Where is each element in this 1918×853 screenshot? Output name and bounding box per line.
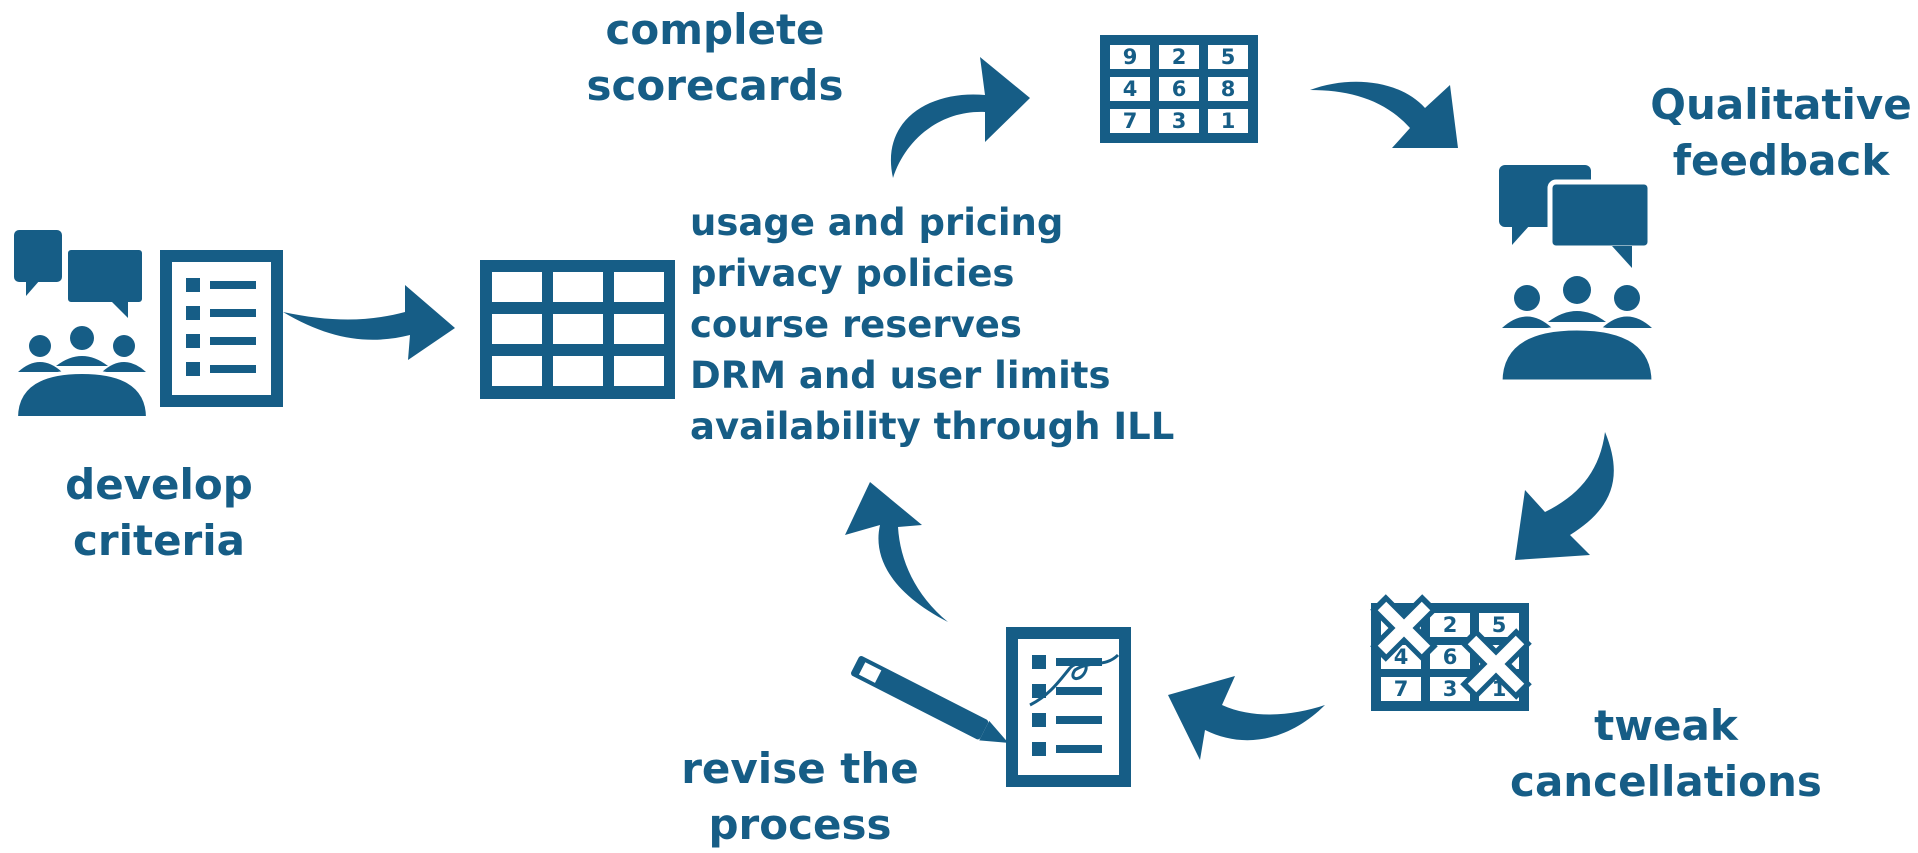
step-label-line: develop bbox=[65, 460, 253, 509]
tweaked-cell: 6 bbox=[1443, 645, 1458, 669]
step-label-line: criteria bbox=[72, 516, 246, 565]
step-label-tweak-cancellations: tweak cancellations bbox=[1496, 698, 1836, 810]
crossed-scorecard-icon: 2 5 4 6 7 3 1 bbox=[1370, 594, 1532, 711]
tweaked-cell: 5 bbox=[1492, 613, 1507, 637]
grid-table-icon bbox=[480, 260, 675, 399]
criteria-item: usage and pricing bbox=[690, 201, 1064, 244]
step-label-line: process bbox=[708, 800, 892, 849]
checklist-icon bbox=[160, 250, 283, 407]
scorecard-cell: 3 bbox=[1172, 109, 1187, 133]
scorecard-cell: 4 bbox=[1123, 77, 1138, 101]
step-label-line: complete bbox=[605, 5, 825, 54]
step-label-line: cancellations bbox=[1510, 757, 1822, 806]
step-label-line: revise the bbox=[681, 744, 919, 793]
curved-arrow-icon bbox=[1168, 676, 1325, 760]
curved-arrow-icon bbox=[283, 285, 455, 360]
step-label-revise-process: revise the process bbox=[660, 741, 940, 853]
scorecard-cell: 2 bbox=[1172, 45, 1187, 69]
step-label-line: Qualitative bbox=[1650, 80, 1912, 129]
criteria-item: availability through ILL bbox=[690, 405, 1175, 448]
criteria-item: course reserves bbox=[690, 303, 1022, 346]
tweaked-cell: 7 bbox=[1394, 677, 1409, 701]
scorecard-cell: 9 bbox=[1123, 45, 1138, 69]
curved-arrow-icon bbox=[845, 482, 948, 622]
revised-checklist-icon bbox=[1006, 627, 1131, 787]
scorecard-icon: 9 2 5 4 6 8 7 3 1 bbox=[1100, 35, 1258, 143]
tweaked-cell: 3 bbox=[1443, 677, 1458, 701]
step-label-line: tweak bbox=[1594, 701, 1738, 750]
criteria-item: privacy policies bbox=[690, 252, 1015, 295]
curved-arrow-icon bbox=[1515, 432, 1614, 560]
step-label-line: scorecards bbox=[586, 61, 844, 110]
step-label-develop-criteria: develop criteria bbox=[44, 457, 274, 569]
step-label-qualitative-feedback: Qualitative feedback bbox=[1648, 77, 1914, 189]
curved-arrow-icon bbox=[1310, 81, 1458, 148]
criteria-item: DRM and user limits bbox=[690, 354, 1111, 397]
group-discussion-icon bbox=[1497, 165, 1657, 385]
tweaked-cell: 4 bbox=[1394, 645, 1409, 669]
pen-icon bbox=[851, 656, 1009, 743]
tweaked-cell: 2 bbox=[1443, 613, 1458, 637]
scorecard-cell: 1 bbox=[1221, 109, 1236, 133]
scorecard-cell: 8 bbox=[1221, 77, 1236, 101]
criteria-list: usage and pricing privacy policies cours… bbox=[690, 197, 1174, 452]
step-label-line: feedback bbox=[1672, 136, 1890, 185]
group-discussion-icon bbox=[13, 230, 151, 420]
scorecard-cell: 5 bbox=[1221, 45, 1236, 69]
scorecard-cell: 7 bbox=[1123, 109, 1138, 133]
curved-arrow-icon bbox=[890, 57, 1030, 178]
step-label-complete-scorecards: complete scorecards bbox=[570, 2, 860, 114]
scorecard-cell: 6 bbox=[1172, 77, 1187, 101]
